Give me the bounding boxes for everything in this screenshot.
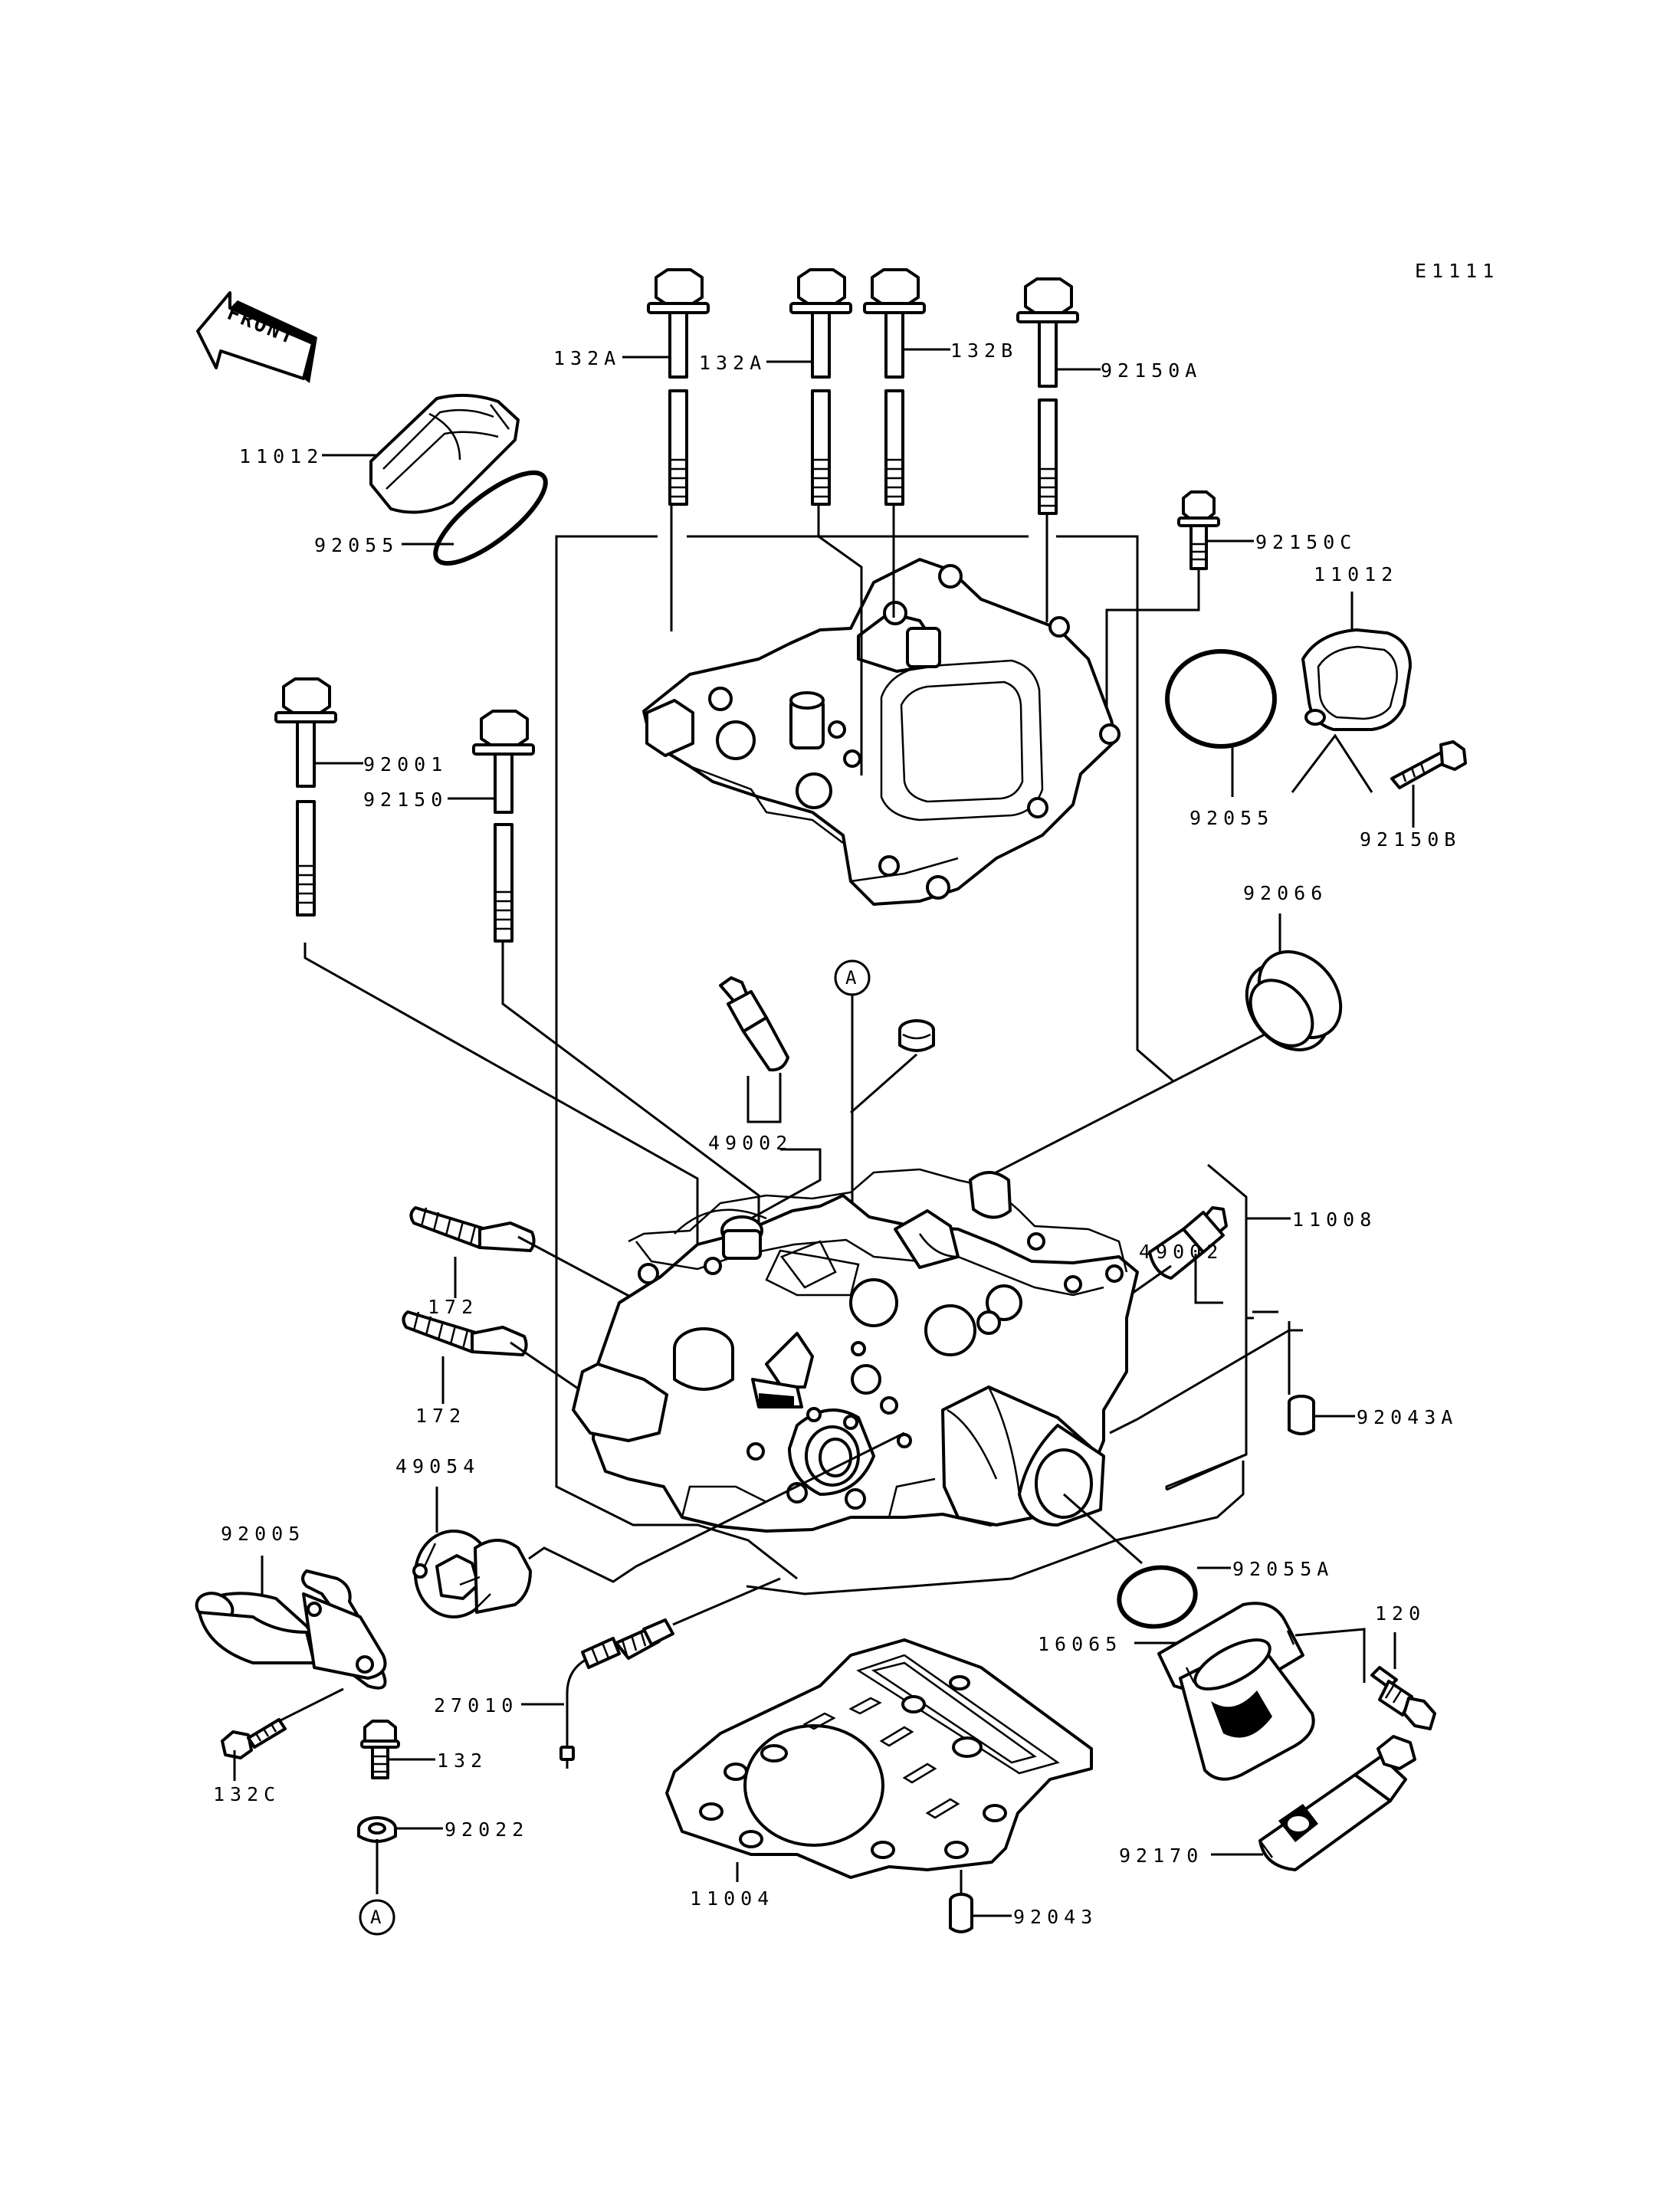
label-92150a: 92150A [1101,359,1202,382]
bolt-92150c [1177,490,1220,570]
bolt-92150b [1390,740,1467,789]
bolt-92150 [472,710,535,943]
label-132a-1: 132A [553,347,621,369]
label-120: 120 [1375,1602,1426,1625]
dowel-92043 [949,1893,973,1933]
bolt-132 [360,1720,400,1779]
ref-a-upper-label: A [845,967,857,989]
oring-92055-left [433,470,548,566]
label-92043: 92043 [1013,1906,1098,1928]
label-11008: 11008 [1292,1208,1376,1231]
label-27010: 27010 [434,1694,518,1717]
gasket-11004 [665,1638,1093,1879]
label-172-upper: 172 [428,1296,478,1318]
washer-92022 [357,1816,397,1843]
label-11004: 11004 [690,1887,774,1910]
diagram-code: E1111 [1415,260,1499,282]
label-16065: 16065 [1038,1633,1122,1655]
label-11012-left: 11012 [239,445,323,467]
bolt-132b [863,268,926,506]
plug-49002-right [1148,1206,1228,1280]
cap-11012-left [369,393,520,514]
oring-92055-right [1165,649,1277,749]
label-92066: 92066 [1243,882,1327,904]
label-92055-right: 92055 [1189,807,1274,829]
label-92043a: 92043A [1357,1406,1458,1428]
ref-circle-a-lower [359,1899,395,1936]
label-49002-right: 49002 [1139,1241,1223,1263]
label-132b: 132B [950,339,1018,362]
label-92150: 92150 [363,789,448,811]
front-arrow-icon: FRONT [196,291,317,383]
stud-172-lower [402,1310,528,1356]
small-plug [898,1019,935,1052]
label-132c: 132C [213,1783,281,1805]
label-132: 132 [437,1749,487,1772]
sensor-27010 [559,1618,674,1769]
thermostat-49054 [412,1530,532,1618]
pipe-92005 [195,1569,387,1690]
label-92150c: 92150C [1255,531,1357,553]
holder-16065 [1157,1602,1315,1781]
stud-172-upper [409,1206,536,1252]
bolt-92150a [1016,277,1079,515]
ref-a-lower-label: A [370,1907,382,1928]
bolt-92001 [274,677,337,917]
oring-92055a [1117,1565,1198,1629]
clamp-92170 [1258,1735,1416,1871]
label-11012-right: 11012 [1314,563,1398,585]
label-92170: 92170 [1119,1844,1203,1867]
label-92001: 92001 [363,753,448,776]
bolt-132a-2 [789,268,852,506]
bolt-132a-1 [647,268,710,506]
label-92055-left: 92055 [314,534,399,556]
label-49054: 49054 [395,1455,480,1477]
label-92055a: 92055A [1232,1558,1334,1580]
cylinder-head-cover [642,558,1121,906]
label-49002-upper: 49002 [708,1132,792,1154]
bolt-132c [221,1718,287,1759]
bolt-120 [1370,1666,1436,1730]
label-172-lower: 172 [415,1405,466,1427]
label-92150b: 92150B [1360,828,1461,851]
label-132a-2: 132A [699,352,766,374]
plug-49002-upper [719,976,789,1072]
dowel-92043a [1288,1395,1315,1435]
label-92005: 92005 [221,1523,305,1545]
cylinder-head [572,1168,1139,1533]
label-92022: 92022 [445,1818,529,1841]
seal-92066 [1245,950,1343,1051]
cap-11012-right [1301,628,1412,731]
